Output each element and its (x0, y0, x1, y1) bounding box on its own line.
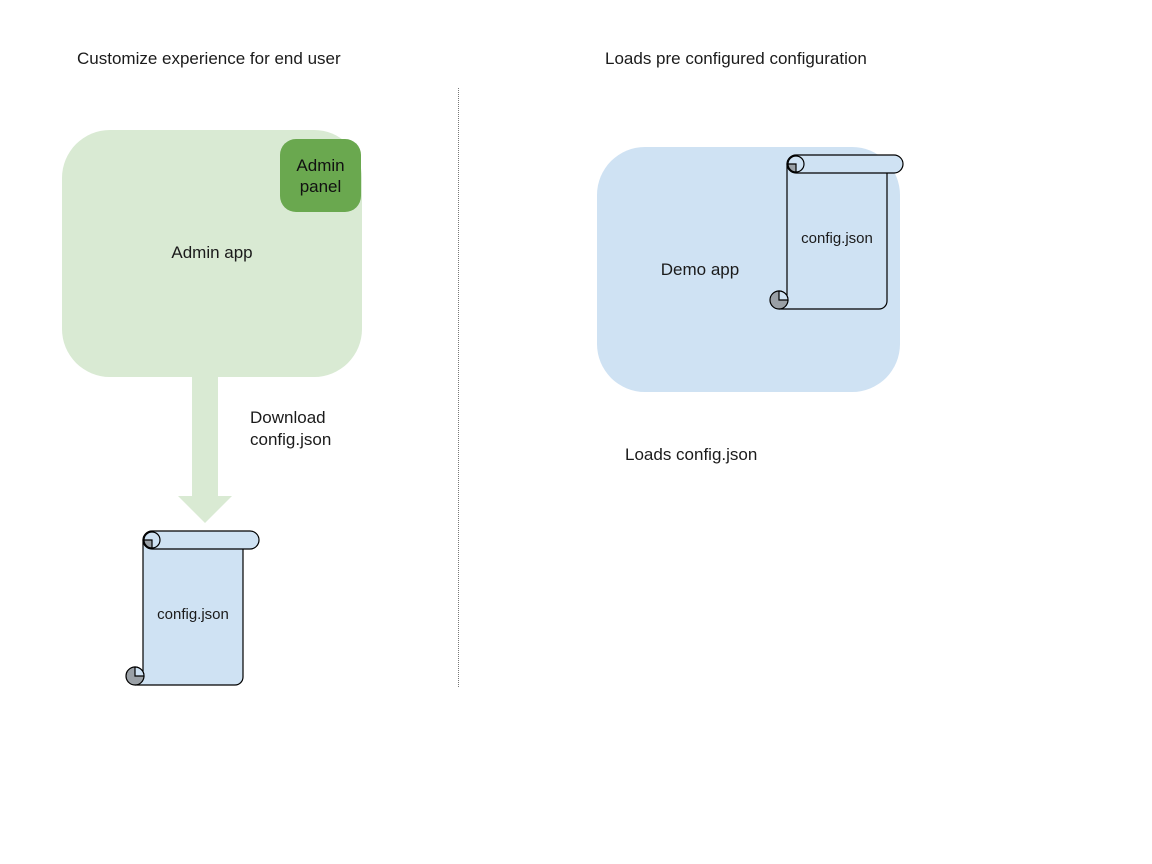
scroll-label: config.json (157, 606, 229, 623)
scroll-top-curl-shade (787, 163, 797, 173)
admin-panel-badge: Admin panel (280, 139, 361, 212)
admin-panel-label-line2: panel (299, 176, 342, 196)
scroll-bottom-curl-notch (134, 666, 145, 677)
section-divider (458, 88, 459, 687)
download-arrow-label: Download config.json (250, 407, 331, 451)
admin-app-label: Admin app (171, 243, 253, 262)
right-section-title: Loads pre configured configuration (605, 49, 867, 68)
download-arrow-label-line1: Download (250, 408, 326, 427)
loads-config-caption: Loads config.json (625, 445, 758, 464)
scroll-bottom-curl-notch (778, 290, 789, 301)
scroll-label: config.json (801, 230, 873, 247)
left-section-title: Customize experience for end user (77, 49, 341, 68)
config-json-scroll-right: config.json (769, 154, 904, 310)
scroll-top-roll (142, 530, 260, 550)
config-json-scroll-left: config.json (125, 530, 260, 686)
admin-panel-label-line1: Admin (296, 155, 345, 175)
scroll-top-roll (786, 154, 904, 174)
demo-app-label: Demo app (660, 260, 740, 279)
download-arrow-icon (178, 376, 232, 523)
scroll-top-curl-shade (143, 539, 153, 549)
download-arrow-label-line2: config.json (250, 430, 332, 449)
download-arrow-shape (178, 376, 232, 523)
